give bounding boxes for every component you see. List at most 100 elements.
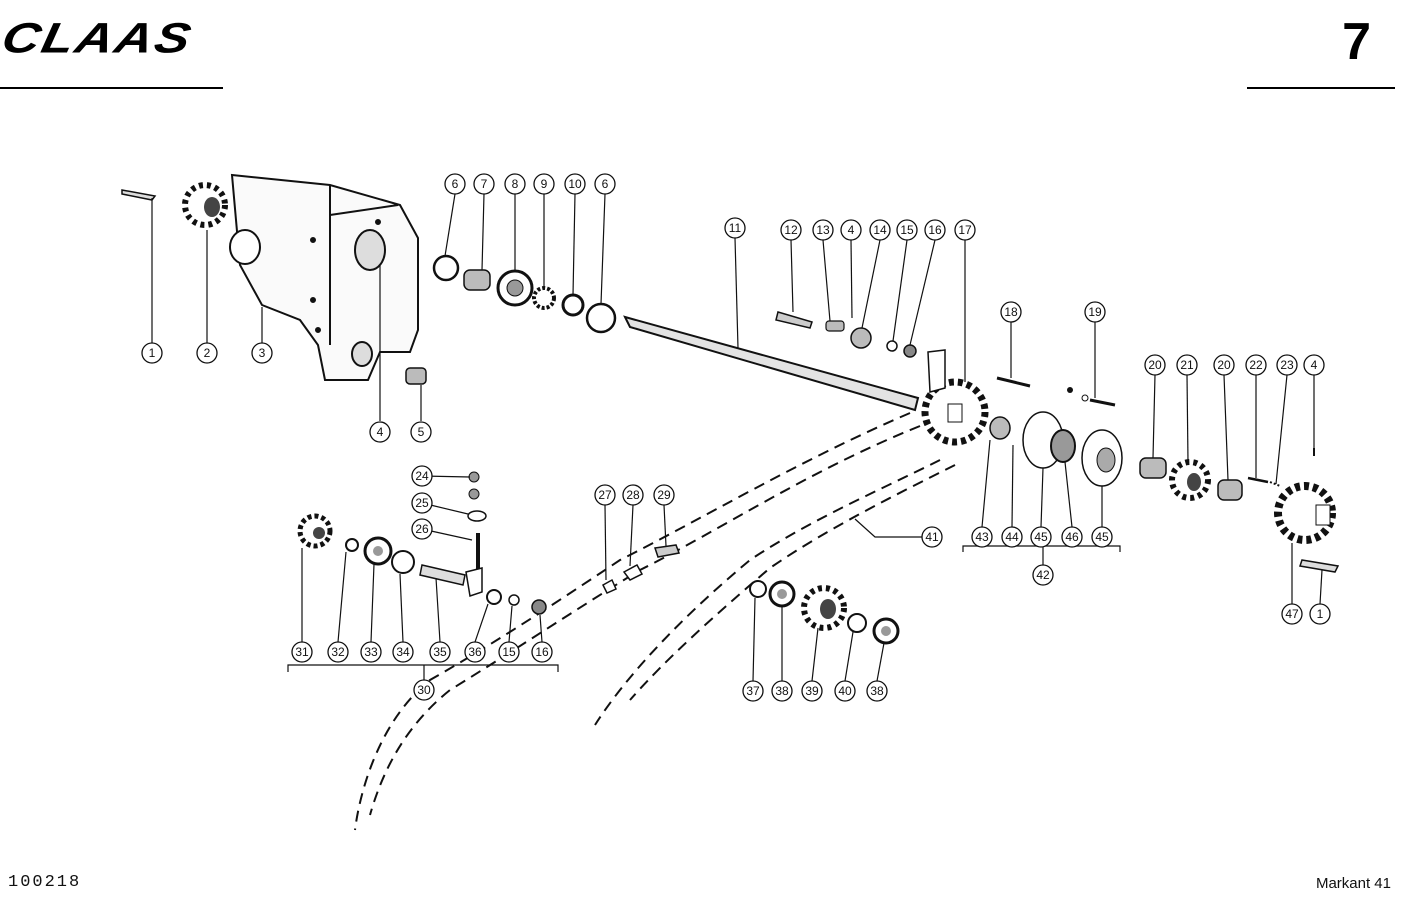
callout-number: 38 [870, 684, 884, 698]
part-callout-45: 45 [1030, 526, 1052, 548]
callout-number: 11 [729, 221, 742, 235]
part-callout-41: 41 [921, 526, 943, 548]
part-callout-14: 14 [869, 219, 891, 241]
part-callout-10: 10 [564, 173, 586, 195]
callout-number: 13 [816, 223, 830, 237]
callout-number: 42 [1036, 568, 1050, 582]
callout-number: 5 [418, 425, 425, 439]
leader-lines [151, 193, 1323, 682]
callout-number: 20 [1217, 358, 1231, 372]
callout-number: 29 [657, 488, 671, 502]
callout-number: 23 [1280, 358, 1294, 372]
part-callout-33: 33 [360, 641, 382, 663]
part-callout-3: 3 [251, 342, 273, 364]
callout-number: 35 [433, 645, 447, 659]
callout-number: 44 [1005, 530, 1019, 544]
part-callout-17: 17 [954, 219, 976, 241]
part-callout-20: 20 [1213, 354, 1235, 376]
part-callout-36: 36 [464, 641, 486, 663]
part-callout-9: 9 [533, 173, 555, 195]
callout-number: 4 [377, 425, 384, 439]
callout-number: 22 [1249, 358, 1263, 372]
part-callout-38: 38 [771, 680, 793, 702]
callout-number: 38 [775, 684, 789, 698]
part-callout-1: 1 [141, 342, 163, 364]
model-name: Markant 41 [1315, 875, 1391, 892]
part-callout-44: 44 [1001, 526, 1023, 548]
part-callout-13: 13 [812, 219, 834, 241]
callout-number: 47 [1285, 607, 1299, 621]
part-callout-15: 15 [498, 641, 520, 663]
callout-number: 19 [1088, 305, 1102, 319]
part-callout-21: 21 [1176, 354, 1198, 376]
callout-number: 43 [975, 530, 989, 544]
callout-number: 26 [415, 522, 429, 536]
part-callout-46: 46 [1061, 526, 1083, 548]
callout-number: 41 [925, 530, 939, 544]
callout-number: 12 [784, 223, 798, 237]
callout-number: 34 [396, 645, 410, 659]
gear-housing [229, 173, 419, 381]
main-sprocket-icon [921, 349, 989, 446]
part-callout-18: 18 [1000, 301, 1022, 323]
drawing-number: 100218 [8, 873, 82, 892]
part-callout-6: 6 [594, 173, 616, 195]
part-callout-47: 47 [1281, 603, 1303, 625]
part-callout-6: 6 [444, 173, 466, 195]
callout-number: 16 [928, 223, 942, 237]
part-callout-31: 31 [291, 641, 313, 663]
callout-number: 30 [417, 683, 431, 697]
part-callout-22: 22 [1245, 354, 1267, 376]
part-callout-38: 38 [866, 680, 888, 702]
part-callout-7: 7 [473, 173, 495, 195]
callout-number: 7 [481, 177, 488, 191]
part-callout-30: 30 [413, 679, 435, 701]
callout-number: 18 [1004, 305, 1018, 319]
part-callout-20: 20 [1144, 354, 1166, 376]
callout-number: 33 [364, 645, 378, 659]
callout-number: 45 [1095, 530, 1109, 544]
part-callout-24: 24 [411, 465, 433, 487]
part-callout-35: 35 [429, 641, 451, 663]
callout-number: 25 [415, 496, 429, 510]
callout-number: 28 [626, 488, 640, 502]
callout-number: 4 [848, 223, 855, 237]
part-callout-27: 27 [594, 484, 616, 506]
part-callout-19: 19 [1084, 301, 1106, 323]
callout-number: 8 [512, 177, 519, 191]
callout-number: 31 [295, 645, 309, 659]
part-callout-2: 2 [196, 342, 218, 364]
callout-number: 9 [541, 177, 548, 191]
part-callout-4: 4 [1303, 354, 1325, 376]
callout-number: 37 [746, 684, 760, 698]
part-callout-34: 34 [392, 641, 414, 663]
callout-number: 15 [502, 645, 516, 659]
part-callout-1: 1 [1309, 603, 1331, 625]
part-callout-45: 45 [1091, 526, 1113, 548]
callout-number: 4 [1311, 358, 1318, 372]
callout-number: 1 [149, 346, 156, 360]
part-callout-26: 26 [411, 518, 433, 540]
part-callout-16: 16 [531, 641, 553, 663]
callout-number: 1 [1317, 607, 1324, 621]
chain-path [354, 412, 956, 831]
part-callout-37: 37 [742, 680, 764, 702]
callout-number: 27 [598, 488, 612, 502]
part-callout-40: 40 [834, 680, 856, 702]
callout-number: 3 [259, 346, 266, 360]
callout-number: 17 [958, 223, 972, 237]
callout-number: 36 [468, 645, 482, 659]
large-gear-icon [1274, 482, 1336, 544]
part-callout-28: 28 [622, 484, 644, 506]
callout-number: 45 [1034, 530, 1048, 544]
drive-shaft [623, 315, 920, 412]
part-callout-43: 43 [971, 526, 993, 548]
callout-number: 21 [1180, 358, 1194, 372]
callout-number: 10 [568, 177, 582, 191]
callout-number: 20 [1148, 358, 1162, 372]
callout-number: 15 [900, 223, 914, 237]
page-number: 7 [1342, 13, 1371, 71]
